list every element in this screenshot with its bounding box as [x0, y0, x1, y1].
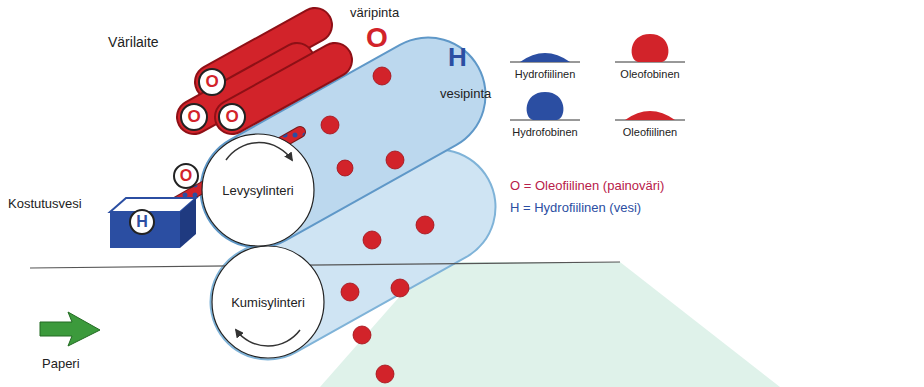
blanket-cylinder-face	[212, 246, 324, 358]
plate-cylinder: Levysylinteri	[201, 133, 315, 247]
property-label: Hydrofiilinen	[515, 68, 576, 80]
circle-border	[199, 69, 225, 95]
ink-roller-end: O	[180, 103, 208, 131]
ink-roller-end: O	[218, 103, 246, 131]
ink-roller-end: O	[198, 68, 226, 96]
ink-roller-end: O	[173, 163, 199, 189]
roller-letter: O	[187, 107, 200, 127]
circle-border	[181, 104, 207, 130]
blanket-cylinder: Kumisylinteri	[211, 245, 325, 359]
paper-path	[30, 262, 620, 268]
plate-cylinder-face	[202, 134, 314, 246]
rotation-arrow	[226, 143, 292, 160]
circle-border	[202, 134, 314, 246]
part-label: Paperi	[42, 356, 80, 371]
circle-border	[212, 246, 324, 358]
circle-border	[174, 164, 198, 188]
feed-arrow	[40, 312, 100, 346]
wetting-drops	[510, 34, 685, 120]
rotation-arrow	[236, 330, 300, 346]
ink-rollers	[194, 25, 335, 117]
property-label: Oleofobinen	[620, 68, 679, 80]
water-roller-end: H	[129, 209, 155, 235]
roller-letter: O	[205, 72, 218, 92]
property-label: Hydrofobinen	[512, 126, 577, 138]
symbol-letter: H	[448, 42, 467, 73]
circle-border	[130, 210, 154, 234]
part-label: Kostutusvesi	[8, 196, 82, 211]
surface-label: väripinta	[350, 5, 399, 20]
ink-dots	[321, 67, 434, 383]
key-line: H = Hydrofiilinen (vesi)	[510, 200, 641, 215]
roller-letter: O	[225, 107, 238, 127]
cylinder-name: Levysylinteri	[222, 183, 294, 198]
roller-letter: H	[136, 213, 148, 231]
symbol-letter: O	[366, 22, 388, 54]
surface-label: vesipinta	[440, 86, 491, 101]
water-tray	[110, 198, 196, 248]
cylinder-name: Kumisylinteri	[231, 295, 305, 310]
unit-label: Värilaite	[108, 34, 159, 50]
property-label: Oleofiilinen	[623, 126, 677, 138]
roller-letter: O	[180, 167, 192, 185]
circle-border	[219, 104, 245, 130]
key-line: O = Oleofiilinen (painoväri)	[510, 178, 664, 193]
